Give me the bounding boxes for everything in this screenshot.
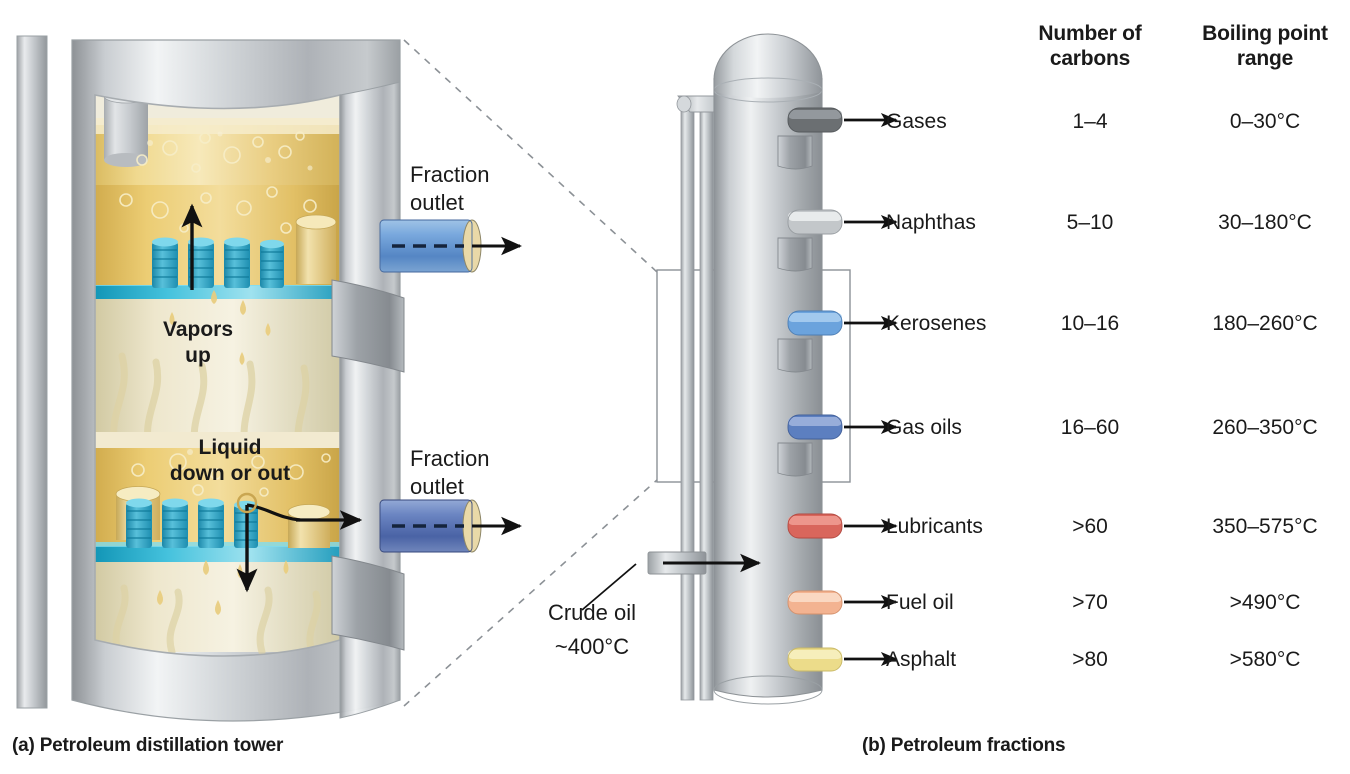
tower-downcomer-pipe [680,99,714,701]
weir-lower [287,504,331,548]
fraction-nozzle-kerosenes [777,310,898,373]
droplets [157,290,289,615]
panel-a-caption: (a) Petroleum distillation tower [12,735,284,756]
fraction-outlet-top-label-line1: Fraction [410,162,490,187]
fraction-carbons: 10–16 [1060,312,1120,335]
fraction-outlet-bottom-label-line2: outlet [410,474,464,499]
fraction-carbons: >80 [1072,648,1108,671]
crude-oil-label-line1: Crude oil [547,600,637,625]
fraction-name: Asphalt [886,648,957,671]
fraction-boiling-point: 0–30°C [1229,110,1301,133]
liquid-down-label-line2: down or out [169,462,291,485]
bubble-caps-upper [152,237,284,288]
fraction-boiling-point: 30–180°C [1218,211,1312,234]
callout-leader-lines [403,39,658,707]
fraction-nozzle-gas-oils [777,414,898,477]
bubbles [119,131,331,497]
fraction-outlet-bottom-label-line1: Fraction [410,446,490,471]
fraction-name: Gas oils [886,416,962,439]
fraction-carbons: 5–10 [1066,211,1114,234]
fraction-name: Lubricants [886,515,983,538]
tower-interior [95,95,340,656]
fraction-nozzle-fuel-oil [787,590,898,615]
panel-b-caption: (b) Petroleum fractions [862,735,1066,756]
fraction-name: Fuel oil [886,591,954,614]
bubble-caps-lower [126,498,258,548]
liquid-down-label-line1: Liquid [198,436,262,459]
fraction-nozzle-naphthas [777,209,898,272]
fraction-boiling-point: 180–260°C [1212,312,1318,335]
fraction-nozzle-asphalt [787,647,898,672]
liquid-flow-arrows [236,492,363,593]
header-carbons-line1: Number of [1038,22,1142,45]
panel-a-tower [16,35,523,722]
vapors-up-label-line2: up [185,344,211,367]
fraction-nozzle-gases [777,107,898,170]
tower-dome [714,34,822,98]
fraction-nozzle-lubricants [787,513,898,539]
fraction-carbons: 16–60 [1060,416,1120,439]
header-carbons-line2: carbons [1049,47,1131,70]
header-boiling-point-line1: Boiling point [1202,22,1328,45]
fraction-name: Naphthas [886,211,976,234]
vapors-up-label-line1: Vapors [162,318,234,341]
weir-upper [295,214,337,284]
crude-oil-inlet [581,551,762,611]
outlet-collar-top [331,279,405,373]
fraction-carbons: >70 [1072,591,1108,614]
crude-oil-label-line2: ~400°C [554,634,630,659]
fraction-outlet-pipe-bottom [379,499,523,553]
fraction-outlet-top-label-line2: outlet [410,190,464,215]
header-boiling-point-line2: range [1236,47,1294,70]
left-vertical-pipe [16,35,48,709]
outlet-collar-bottom [331,555,405,651]
fraction-boiling-point: >490°C [1229,591,1301,614]
fraction-carbons: >60 [1072,515,1108,538]
fraction-boiling-point: >580°C [1229,648,1301,671]
fraction-carbons: 1–4 [1072,110,1108,133]
fraction-boiling-point: 260–350°C [1212,416,1318,439]
fraction-outlet-pipe-top [379,219,523,273]
panel-b-tower [581,33,898,705]
fraction-name: Kerosenes [886,312,987,335]
fraction-boiling-point: 350–575°C [1212,515,1318,538]
fraction-name: Gases [886,110,947,133]
